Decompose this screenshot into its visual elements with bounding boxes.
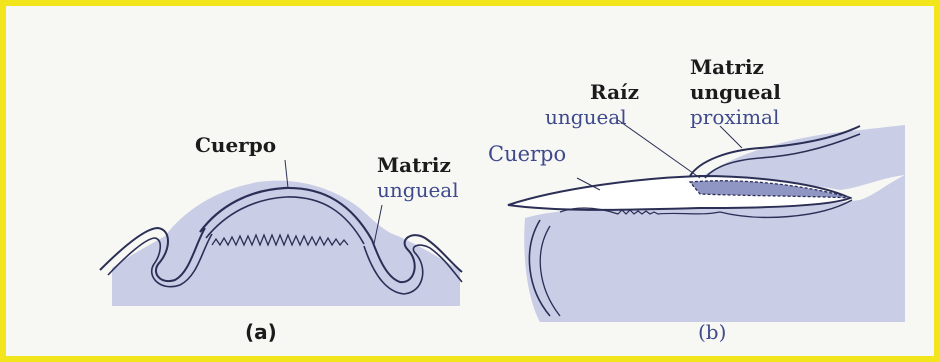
label-matriz-ungueal-b: ungueal: [690, 80, 781, 104]
panel-b-label: (b): [698, 320, 726, 344]
leader-raiz-b: [618, 120, 700, 178]
panel-a-label: (a): [245, 320, 277, 344]
label-cuerpo-a: Cuerpo: [195, 133, 276, 157]
panel-b: Cuerpo Raíz ungueal Matriz ungueal proxi…: [488, 55, 905, 344]
leader-matriz-b: [720, 126, 742, 148]
label-matriz-b: Matriz: [690, 55, 764, 79]
label-raiz-b: Raíz: [590, 80, 639, 104]
label-raiz-ungueal-b: ungueal: [545, 105, 627, 129]
panel-a: Cuerpo Matriz ungueal (a): [100, 133, 462, 344]
label-ungueal-a: ungueal: [377, 178, 459, 202]
label-proximal-b: proximal: [690, 105, 779, 129]
label-cuerpo-b: Cuerpo: [488, 142, 566, 166]
label-matriz-a: Matriz: [377, 153, 451, 177]
